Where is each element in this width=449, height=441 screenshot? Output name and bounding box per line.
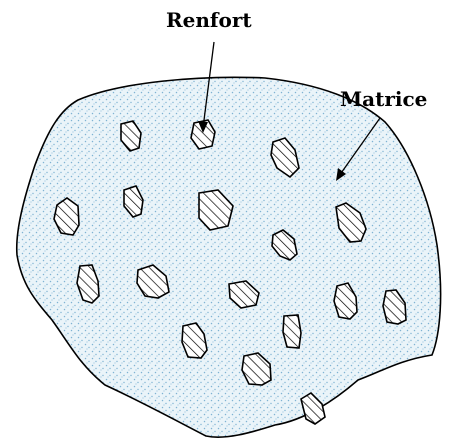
matrix-body	[17, 77, 441, 437]
inclusion	[283, 315, 301, 348]
reinforcement-label: Renfort	[166, 8, 252, 32]
matrix-label: Matrice	[340, 87, 427, 111]
